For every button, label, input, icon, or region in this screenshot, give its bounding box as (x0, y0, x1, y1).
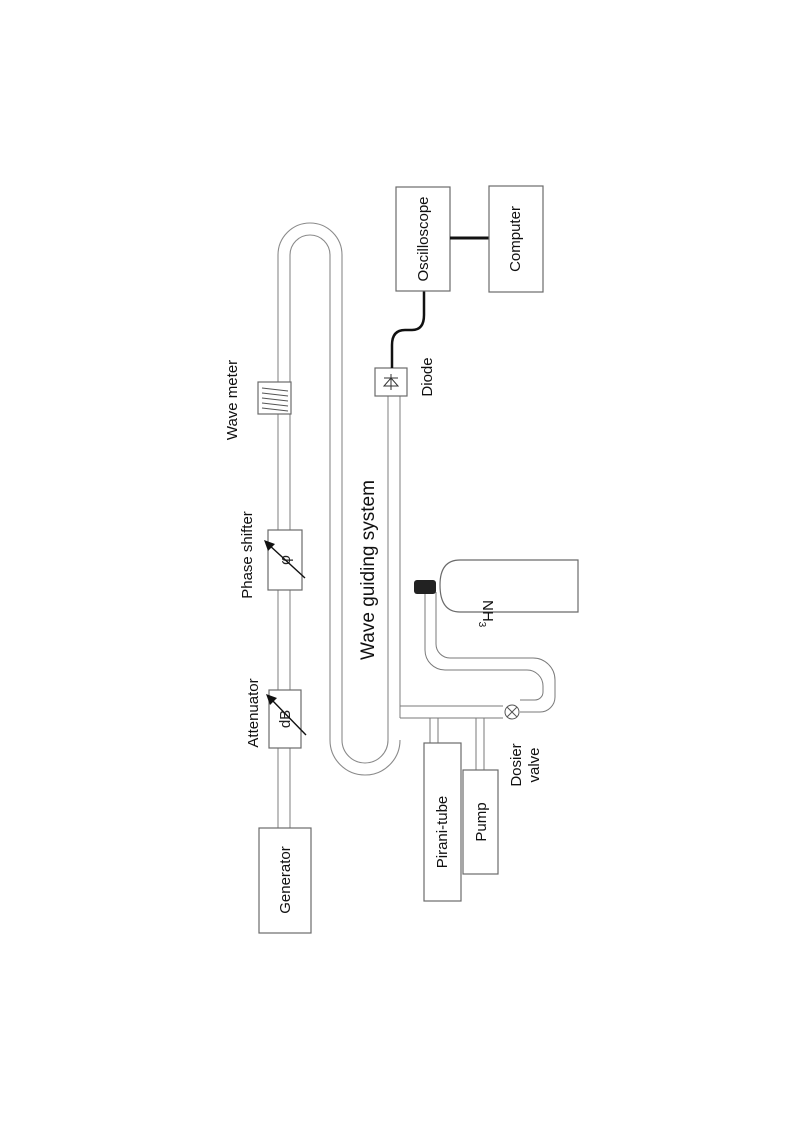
system-label: Wave guiding system (358, 480, 379, 660)
nh3-label: NH3 (476, 600, 496, 628)
middle-waveguide (329, 255, 343, 740)
diode-icon (382, 377, 400, 387)
dosier-label-1: Dosier (508, 743, 525, 786)
diode: Diode (374, 357, 436, 397)
wave-meter: Wave meter (224, 360, 292, 440)
svg-text:NH3: NH3 (476, 600, 496, 628)
pump-label: Pump (473, 802, 490, 841)
phase-shifter: φ Phase shifter (239, 511, 306, 599)
computer: Computer (488, 185, 544, 293)
pirani-tube: Pirani-tube (423, 742, 462, 902)
wave-meter-label: Wave meter (224, 360, 241, 440)
nh3-bottle: NH3 (414, 559, 579, 628)
phase-arrow (267, 543, 306, 579)
right-waveguide (387, 395, 401, 740)
oscilloscope: Oscilloscope (395, 186, 451, 292)
top-u-bend (277, 222, 343, 256)
attenuator-arrow (269, 697, 307, 736)
attenuator-symbol: dB (277, 710, 294, 728)
generator: Generator (258, 827, 312, 934)
pirani-tube-label: Pirani-tube (434, 796, 451, 869)
diode-cable (390, 291, 426, 368)
pump: Pump (462, 769, 499, 875)
attenuator-arrowhead (266, 694, 277, 705)
bottle-valve (414, 580, 436, 594)
attenuator: dB Attenuator (245, 678, 307, 749)
computer-label: Computer (507, 206, 524, 272)
dosier-valve: Dosier valve (504, 704, 543, 787)
vacuum-manifold (400, 592, 556, 770)
generator-label: Generator (277, 846, 294, 914)
dosier-label-2: valve (526, 747, 543, 782)
attenuator-label: Attenuator (245, 678, 262, 747)
phase-arrowhead (264, 540, 275, 551)
diode-label: Diode (419, 357, 436, 396)
oscilloscope-label: Oscilloscope (415, 196, 432, 281)
phase-shifter-label: Phase shifter (239, 511, 256, 599)
bottom-u-bend (329, 739, 401, 776)
